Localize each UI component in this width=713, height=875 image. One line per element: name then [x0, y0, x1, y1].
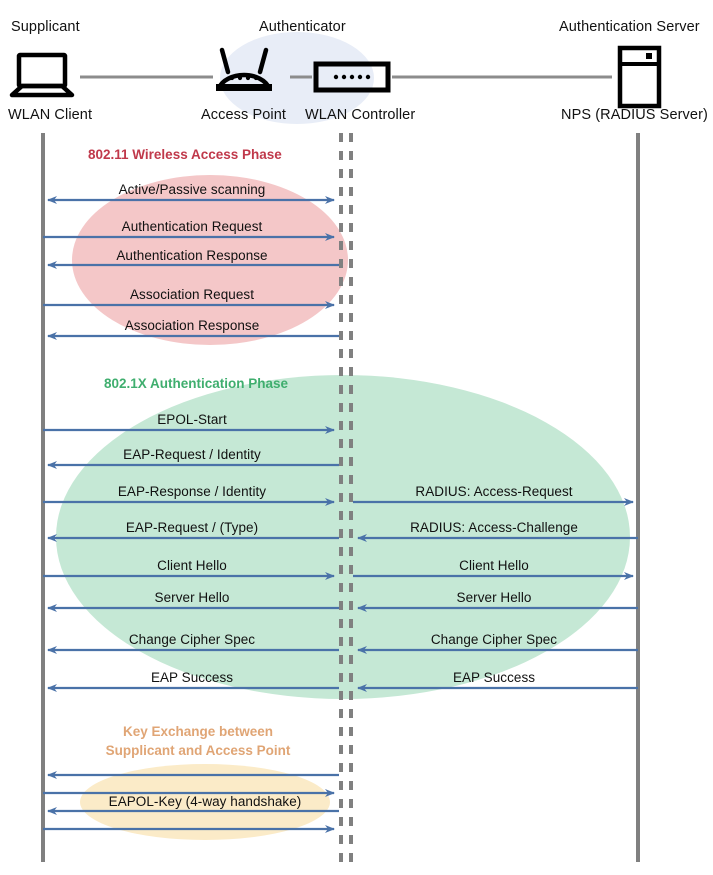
message-label: EAPOL-Key (4-way handshake) — [108, 794, 302, 809]
message-label: RADIUS: Access-Challenge — [410, 520, 578, 535]
message-label: Change Cipher Spec — [128, 632, 256, 647]
device-label-nps-radius-server: NPS (RADIUS Server) — [561, 107, 708, 123]
message-label: Client Hello — [157, 558, 227, 573]
message-label: Active/Passive scanning — [118, 182, 266, 197]
role-label-authentication-server: Authentication Server — [559, 19, 700, 35]
message-label: Server Hello — [154, 590, 230, 605]
message-label: Association Request — [129, 287, 255, 302]
message-label: RADIUS: Access-Request — [415, 484, 573, 499]
message-label: Server Hello — [456, 590, 532, 605]
message-label: Authentication Response — [116, 248, 268, 263]
role-label-authenticator: Authenticator — [259, 19, 346, 35]
device-label-access-point: Access Point — [201, 107, 287, 123]
phase-title-dot1x: 802.1X Authentication Phase — [104, 376, 289, 391]
message-label: EAP Success — [452, 670, 536, 685]
message-label: Association Response — [124, 318, 260, 333]
message-label: EPOL-Start — [157, 412, 227, 427]
message-label: EAP Success — [150, 670, 234, 685]
phase-title-key-exchange: Key Exchange between Supplicant and Acce… — [98, 722, 298, 760]
laptop-base-icon — [9, 83, 75, 98]
wireless-router-icon — [216, 47, 272, 91]
message-label: Client Hello — [459, 558, 529, 573]
server-tower-icon — [617, 45, 662, 109]
message-label: Change Cipher Spec — [430, 632, 558, 647]
message-label: EAP-Response / Identity — [117, 484, 267, 499]
device-label-wlan-client: WLAN Client — [8, 107, 93, 123]
message-label: EAP-Request / (Type) — [125, 520, 259, 535]
role-label-supplicant: Supplicant — [11, 19, 80, 35]
message-label: EAP-Request / Identity — [123, 447, 261, 462]
phase-title-key-exchange-line1: Key Exchange between — [122, 724, 274, 739]
wlan-controller-icon — [313, 61, 391, 93]
phase-ellipse-wireless-access — [72, 175, 348, 345]
phase-title-wireless-access: 802.11 Wireless Access Phase — [88, 147, 282, 162]
laptop-icon — [16, 52, 68, 89]
message-label: Authentication Request — [121, 219, 263, 234]
phase-title-key-exchange-line2: Supplicant and Access Point — [105, 743, 291, 758]
device-label-wlan-controller: WLAN Controller — [305, 107, 416, 123]
phase-ellipse-key-exchange — [80, 764, 330, 840]
